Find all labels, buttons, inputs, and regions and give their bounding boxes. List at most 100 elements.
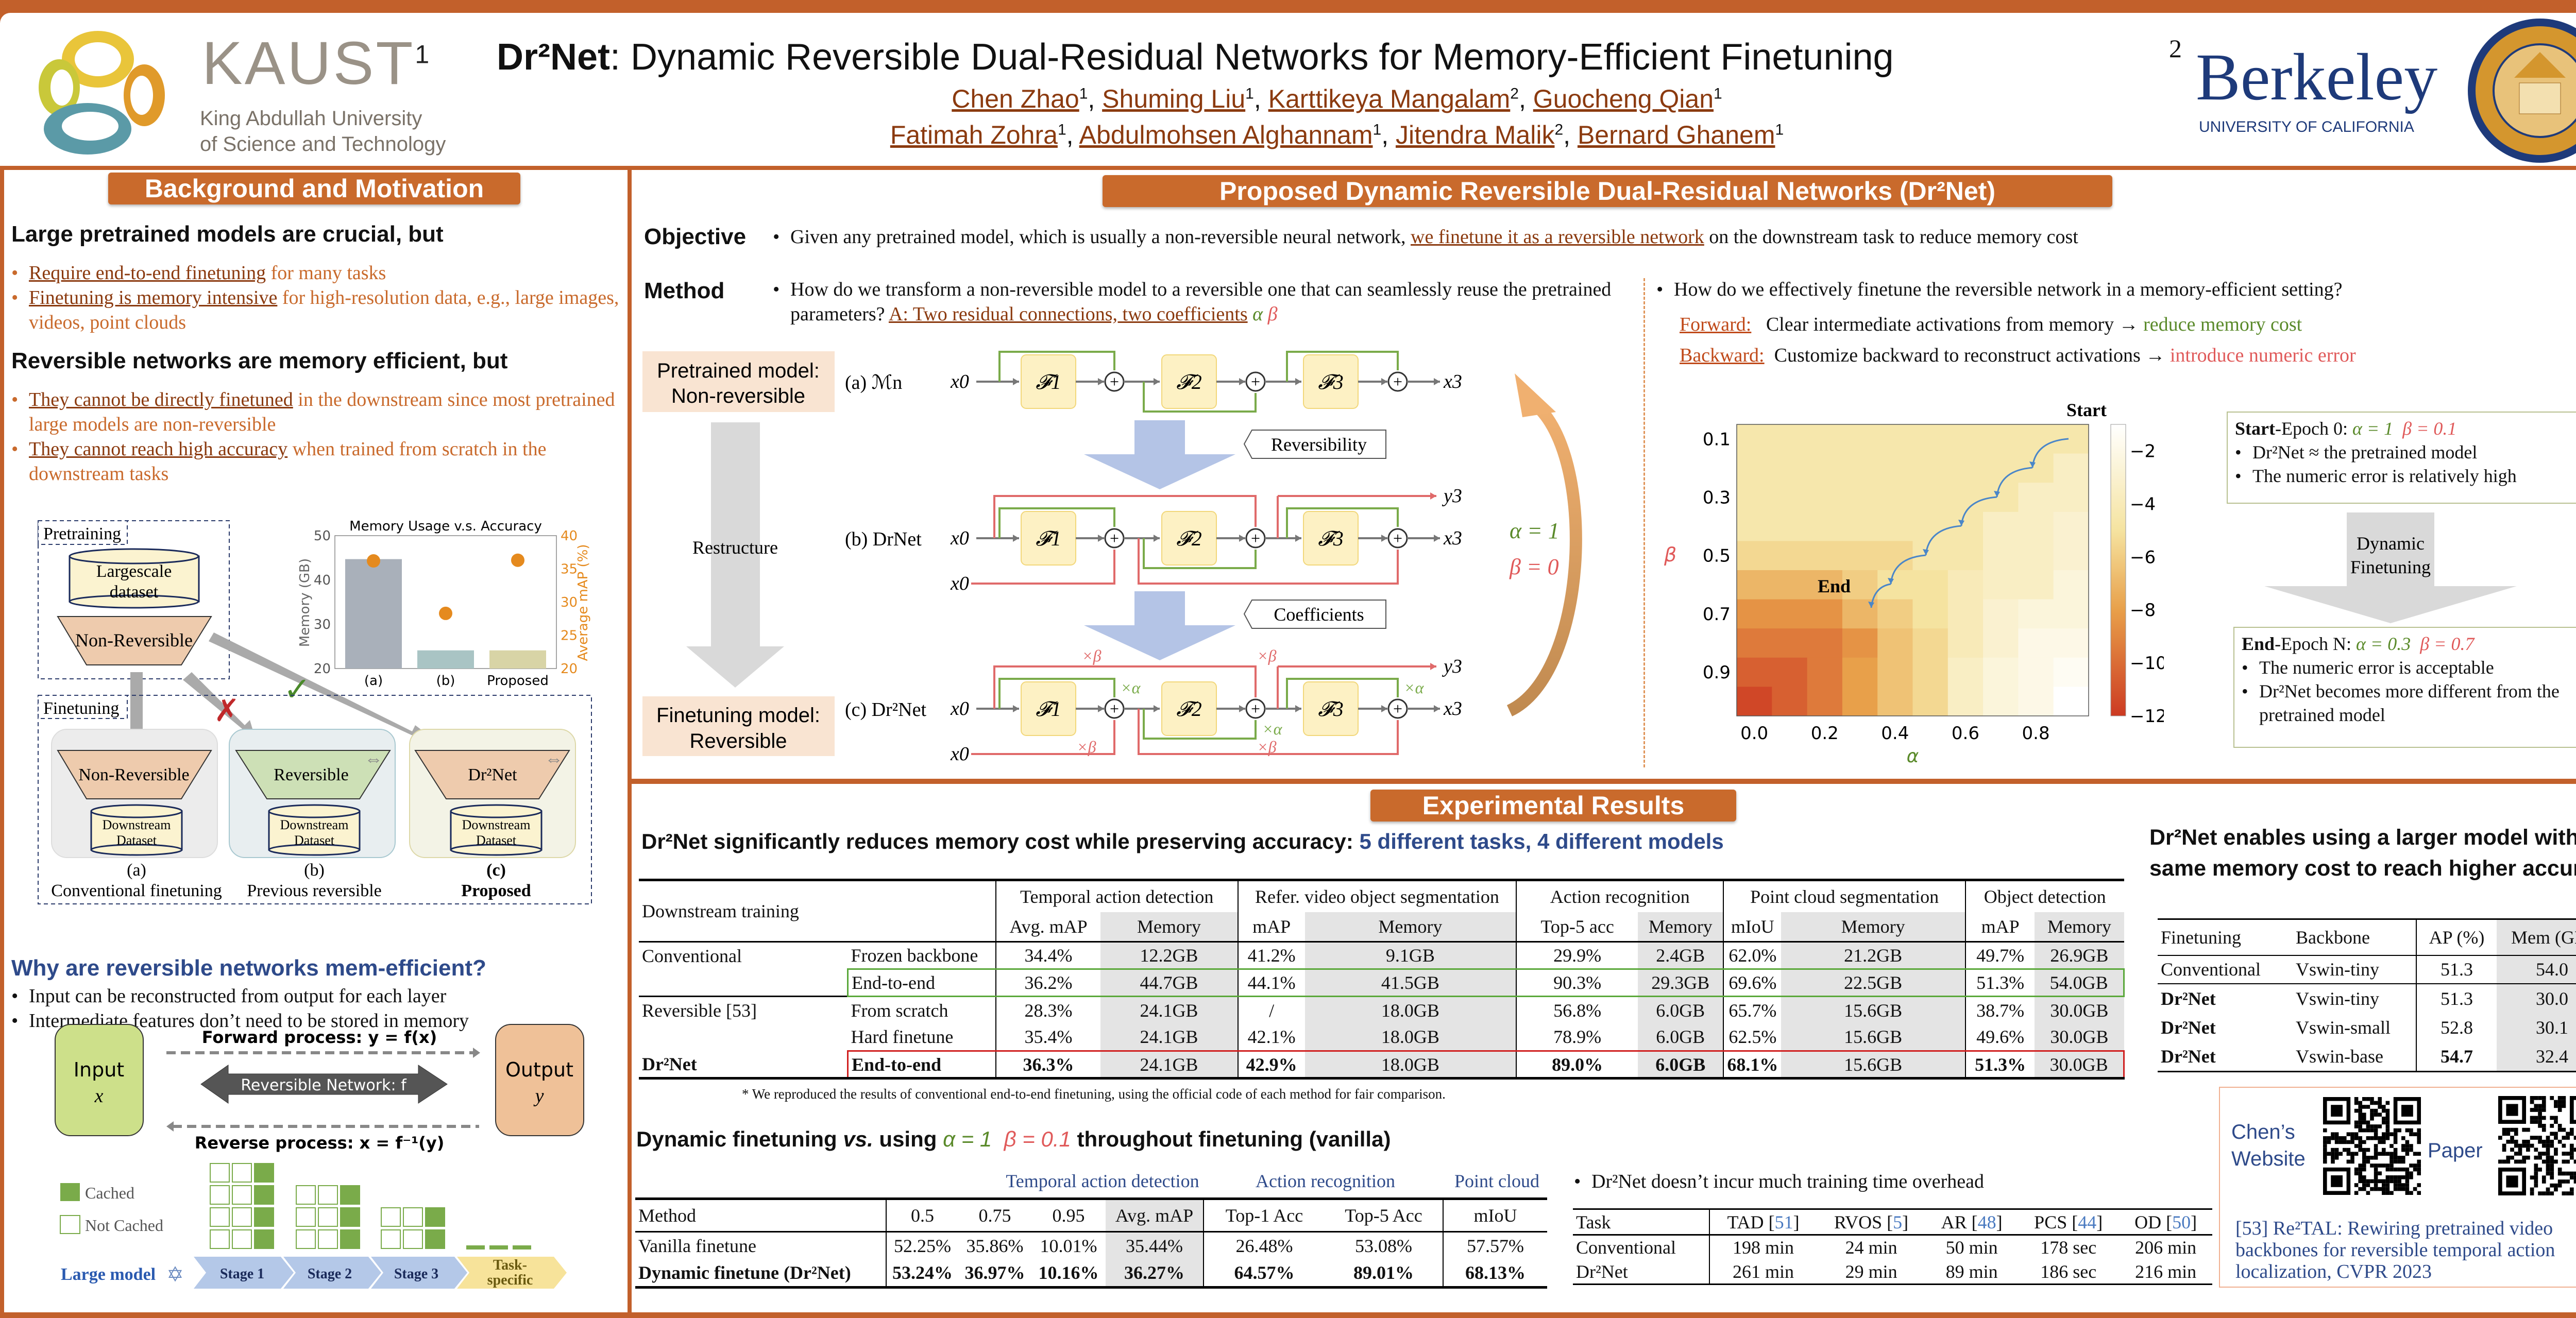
qr-module	[2397, 1167, 2401, 1172]
qr-module	[2526, 1143, 2530, 1148]
qr-module	[2362, 1167, 2366, 1172]
finetuning-model-box	[642, 696, 835, 756]
heatmap-cell	[1842, 483, 1878, 512]
function-label: 𝓕3	[1318, 527, 1344, 550]
x3-label: x3	[1443, 371, 1462, 392]
dataset-label: dataset	[110, 583, 159, 602]
qr-module	[2370, 1179, 2374, 1184]
end-epoch-box: End-Epoch N: α = 0.3 β = 0.7 The numeric…	[2233, 627, 2576, 748]
qr-module	[2370, 1136, 2374, 1140]
function-label: 𝓕3	[1318, 370, 1344, 393]
qr-module	[2510, 1148, 2514, 1152]
citation-link[interactable]: 48	[1977, 1211, 1996, 1233]
qr-module	[2550, 1155, 2554, 1160]
qr-module	[2358, 1101, 2362, 1105]
author-link[interactable]: Guocheng Qian	[1533, 84, 1714, 113]
x-tick-label: 0.4	[1881, 723, 1909, 744]
bracket: [	[2166, 1211, 2173, 1233]
website-qr-code[interactable]	[2323, 1097, 2421, 1195]
paper-label[interactable]: Paper	[2428, 1139, 2483, 1162]
author-link[interactable]: Fatimah Zohra	[890, 121, 1058, 149]
heatmap-cell	[1807, 511, 1843, 541]
backward-label: Backward:	[1680, 345, 1765, 366]
skip-connection	[1143, 709, 1257, 740]
qr-module	[2530, 1108, 2534, 1112]
heatmap-cell	[1877, 570, 1913, 600]
not-cached-block	[403, 1229, 423, 1249]
finetuning-subtitle: Reversible	[690, 730, 787, 752]
qr-module	[2327, 1152, 2331, 1156]
author-link[interactable]: Jitendra Malik	[1396, 121, 1555, 149]
qr-module	[2541, 1159, 2546, 1164]
qr-module	[2362, 1183, 2366, 1187]
case-tag: (a)	[127, 861, 146, 880]
not-cached-block	[318, 1185, 338, 1205]
author-link[interactable]: Shuming Liu	[1102, 84, 1246, 113]
y-tick-label: 0.9	[1703, 662, 1731, 683]
author-link[interactable]: Chen Zhao	[952, 84, 1079, 113]
qr-finder	[2506, 1175, 2518, 1188]
bullet: The numeric error is relatively high	[2235, 464, 2576, 488]
qr-module	[2538, 1139, 2542, 1144]
qr-module	[2358, 1124, 2362, 1128]
times-alpha-label: ×α	[1121, 678, 1141, 697]
qr-module	[2354, 1097, 2359, 1101]
citation-link[interactable]: 51	[1774, 1211, 1793, 1233]
qr-module	[2522, 1155, 2527, 1160]
qr-module	[2546, 1191, 2550, 1195]
author-affiliation: 1	[1079, 85, 1088, 102]
end-title: End-Epoch N: α = 0.3 β = 0.7	[2242, 632, 2576, 656]
qr-module	[2378, 1101, 2382, 1105]
citation-link[interactable]: 44	[2078, 1211, 2097, 1233]
qr-module	[2374, 1124, 2378, 1128]
y-tick-label: 0.7	[1703, 604, 1731, 625]
qr-module	[2569, 1171, 2574, 1176]
author-link[interactable]: Abdulmohsen Alghannam	[1079, 121, 1373, 149]
website-label[interactable]: Chen’s Website	[2231, 1121, 2306, 1170]
qr-module	[2385, 1183, 2390, 1187]
row-method: End-to-end	[846, 1050, 996, 1079]
heatmap-cell	[2018, 541, 2054, 571]
arrowhead	[1239, 705, 1245, 712]
table-cell: 22.5GB	[1781, 968, 1965, 997]
paper-qr-code[interactable]	[2498, 1096, 2576, 1195]
citation-link[interactable]: 5	[1893, 1211, 1903, 1233]
table-cell: 6.0GB	[1638, 1050, 1724, 1079]
qr-module	[2541, 1179, 2546, 1184]
qr-module	[2334, 1152, 2339, 1156]
qr-module	[2354, 1101, 2359, 1105]
bracket: ]	[1793, 1211, 1800, 1233]
arrowhead	[1430, 663, 1436, 670]
x3-label: x3	[1443, 527, 1462, 549]
not-cached-block	[210, 1229, 230, 1249]
qr-finder	[2323, 1097, 2351, 1125]
author-link[interactable]: Karttikeya Mangalam	[1268, 84, 1511, 113]
citation-link[interactable]: 50	[2172, 1211, 2191, 1233]
qr-module	[2331, 1148, 2335, 1152]
qr-module	[2541, 1175, 2546, 1180]
qr-module	[2327, 1140, 2331, 1144]
x-tick-label: 0.8	[2022, 723, 2050, 744]
heatmap-cell	[1737, 483, 1772, 512]
stage-chevrons: Stage 1 Stage 2 Stage 3 Task- specific	[194, 1257, 567, 1289]
qr-module	[2562, 1171, 2566, 1176]
qr-module	[2362, 1179, 2366, 1184]
qr-module	[2557, 1100, 2562, 1104]
qr-module	[2334, 1132, 2339, 1136]
table-cell: 42.1%	[1237, 1023, 1305, 1051]
author-link[interactable]: Bernard Ghanem	[1577, 121, 1775, 149]
column-header: AP (%)	[2416, 919, 2497, 955]
cached-block	[254, 1229, 274, 1249]
qr-module	[2378, 1152, 2382, 1156]
qr-module	[2382, 1117, 2386, 1121]
author-affiliation: 1	[1245, 85, 1254, 102]
table-cell: 41.5GB	[1304, 968, 1517, 997]
qr-module	[2405, 1140, 2410, 1144]
column-header: Avg. mAP	[1106, 1199, 1204, 1232]
qr-module	[2409, 1144, 2413, 1148]
table-cell: 54.0GB	[2035, 968, 2125, 997]
arrowhead	[1430, 492, 1436, 500]
objective-label: Objective	[644, 224, 747, 249]
